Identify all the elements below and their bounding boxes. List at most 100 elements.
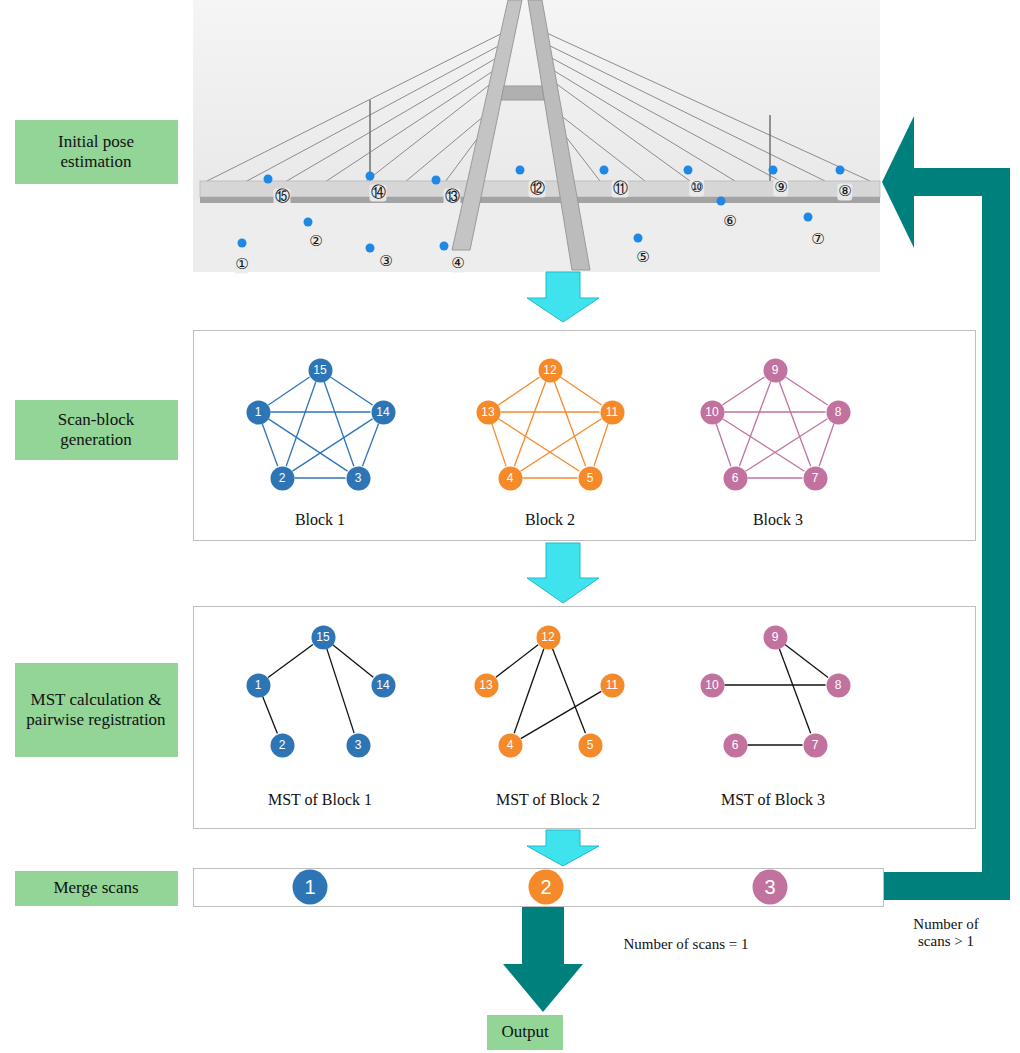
scan-circle: 3 [752,869,788,905]
graph-edge [725,684,826,685]
graph-edge [785,645,828,678]
scan-circle: 2 [270,733,295,758]
circle-fill [700,400,724,424]
callout-number: ⑥ [722,213,737,230]
step-label: MST calculation & pairwise registration [25,690,168,731]
scan-circle: 3 [346,466,371,491]
loop-arrowhead [882,116,914,248]
circle-fill [753,870,788,905]
graph-edge [514,649,544,733]
graph-edge [746,419,828,472]
graph-edge [722,377,764,405]
scan-number: 15 [313,364,326,376]
scan-number: 1 [304,877,315,897]
scan-circle: 7 [803,466,828,491]
graph-edge [779,382,810,467]
panel [194,869,884,907]
condition-label: Number of scans > 1 [900,916,992,951]
callout-number: ② [308,233,323,250]
scan-circle: 15 [311,625,336,650]
loop-arrow [884,182,996,886]
scan-circle: 11 [600,400,625,425]
block-caption: Block 3 [753,511,803,529]
scan-circle: 2 [528,869,564,905]
scan-circle: 8 [826,673,851,698]
graph-edge [716,424,731,466]
scan-number: 8 [835,679,842,691]
lamp-pole [369,100,371,181]
step-label: Output [501,1022,548,1042]
circle-fill [723,466,747,490]
scan-number: 2 [279,472,286,484]
scan-circle: 13 [474,673,499,698]
callout-number: ⑨ [773,179,788,196]
graph-edge [271,411,371,412]
scan-number: 14 [376,679,389,691]
callout-number: ⑪ [612,180,629,197]
circle-fill [578,733,602,757]
scan-circle: 9 [763,358,788,383]
scan-number: 8 [835,406,842,418]
graph-edge [739,382,770,467]
circle-fill [246,673,270,697]
step-label: Merge scans [53,878,138,898]
graph-edge [295,477,346,478]
scan-number: 13 [479,679,492,691]
scan-number: 4 [507,739,514,751]
scan-number: 12 [543,364,556,376]
scan-number: 11 [606,406,618,418]
scan-number: 1 [255,406,262,418]
scan-number: 5 [587,739,594,751]
process-step-box: Merge scans [15,871,178,906]
scan-number: 2 [279,739,286,751]
scan-circle: 1 [246,400,271,425]
flow-arrow [527,830,599,866]
graph-edge [496,645,538,678]
scan-positions [238,166,845,253]
scan-circle: 1 [246,673,271,698]
circle-fill [293,870,328,905]
circle-fill [538,358,562,382]
flow-arrow [527,272,599,322]
scan-circle: 3 [346,733,371,758]
step-label: Scan-block generation [25,410,168,451]
circle-fill [600,400,624,424]
circle-fill [474,673,498,697]
scan-number: 3 [355,739,362,751]
scan-circle: 12 [538,358,563,383]
flow-arrow [527,543,599,603]
process-step-box: Scan-block generation [15,400,178,460]
callout-number: ⑦ [810,231,825,248]
circle-fill [246,400,270,424]
road-ground [193,192,880,272]
tower-leg [452,0,522,250]
circle-fill [498,466,522,490]
graph-edge [748,744,803,745]
scan-circle: 14 [371,400,396,425]
circle-fill [700,673,724,697]
circle-fill [476,400,500,424]
circle-fill [308,358,332,382]
graph-edge [498,377,539,405]
graph-edge [286,382,316,466]
process-step-box: Initial pose estimation [15,120,178,184]
tower-crossbar [501,86,544,100]
graph-edge [324,382,354,466]
circle-fill [723,733,747,757]
callout-number: ⑤ [635,249,650,266]
graph-edge [514,382,545,467]
scan-number: 9 [772,364,779,376]
graph-edge [523,477,578,478]
scan-circle: 10 [700,673,725,698]
circle-fill [311,625,335,649]
graph-edge [501,411,600,412]
tower-leg [528,0,590,270]
scan-number: 13 [481,406,494,418]
scan-circle: 12 [536,625,561,650]
graph-edge [779,649,810,734]
block-caption: MST of Block 3 [721,791,825,809]
circle-fill [826,400,850,424]
scan-circle: 1 [292,869,328,905]
graph-edge [553,649,586,734]
scan-number: 5 [587,472,594,484]
